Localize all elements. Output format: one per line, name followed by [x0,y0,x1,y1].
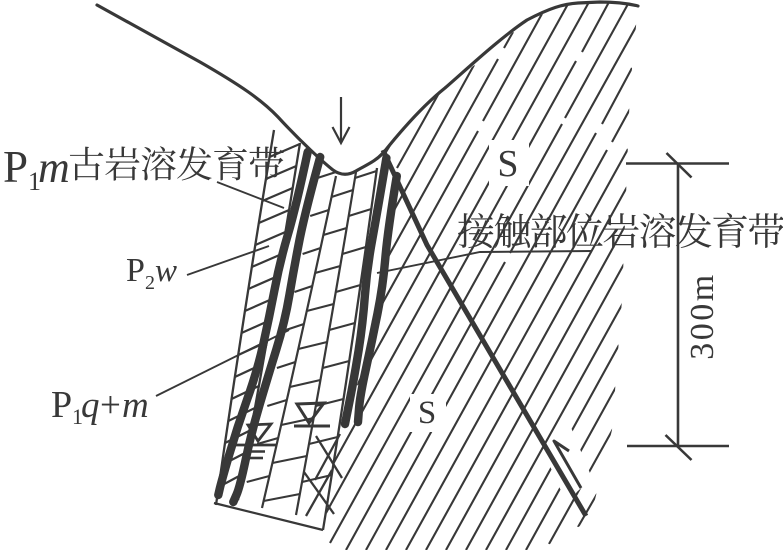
svg-text:m: m [38,143,70,192]
svg-text:2: 2 [145,272,155,294]
svg-text:w: w [155,253,177,289]
svg-text:P: P [51,384,72,426]
svg-text:S: S [497,143,518,185]
svg-text:m: m [122,385,149,426]
svg-text:1: 1 [72,404,83,429]
svg-text:+: + [100,385,121,426]
svg-text:q: q [81,385,100,426]
svg-text:S: S [418,395,436,431]
svg-text:300m: 300m [684,272,721,359]
svg-text:P: P [3,142,28,192]
svg-text:1: 1 [28,167,41,196]
svg-text:P: P [126,252,145,289]
